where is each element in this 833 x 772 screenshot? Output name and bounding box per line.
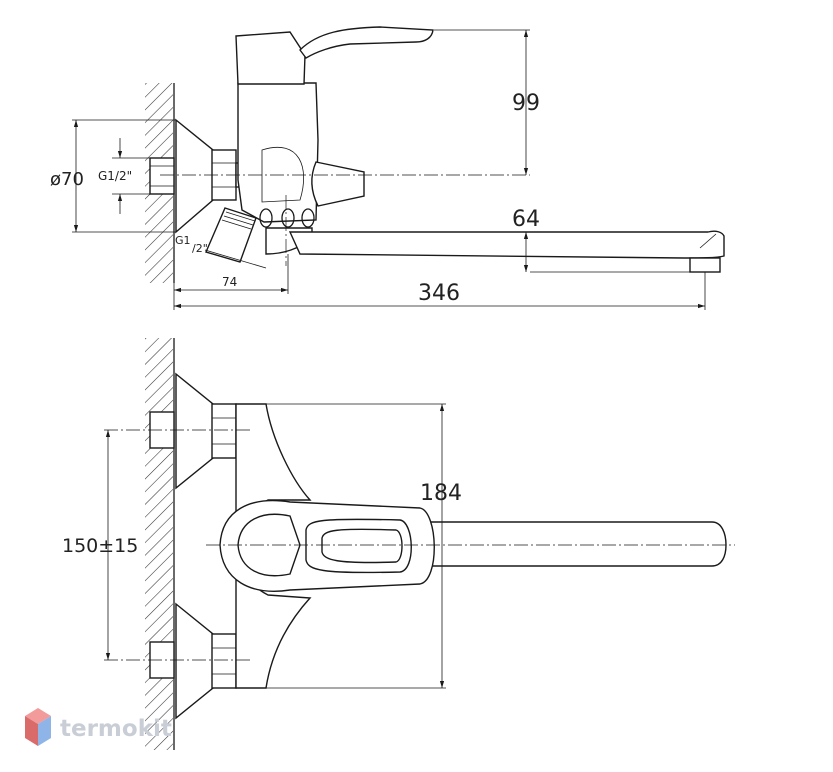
side-view (72, 26, 725, 310)
logo-cube-right-icon (38, 716, 51, 746)
dim-99: 99 (512, 91, 540, 116)
dim-74: 74 (222, 275, 237, 289)
logo-cube-left-icon (25, 716, 38, 746)
dim-70-diameter: ø70 (50, 169, 84, 190)
front-view (104, 338, 735, 750)
dim-150: 150±15 (62, 535, 138, 557)
dim-thread-bottom-b: /2" (192, 242, 208, 255)
termokit-logo: termokit (25, 708, 172, 746)
dim-346: 346 (418, 281, 460, 306)
dim-thread-bottom-a: G1 (175, 234, 191, 247)
dim-thread-top: G1/2" (98, 169, 132, 183)
dim-184: 184 (420, 481, 462, 506)
wall-hatch-bottom (145, 338, 173, 750)
dim-64: 64 (512, 207, 540, 232)
watermark-text: termokit (60, 716, 172, 742)
